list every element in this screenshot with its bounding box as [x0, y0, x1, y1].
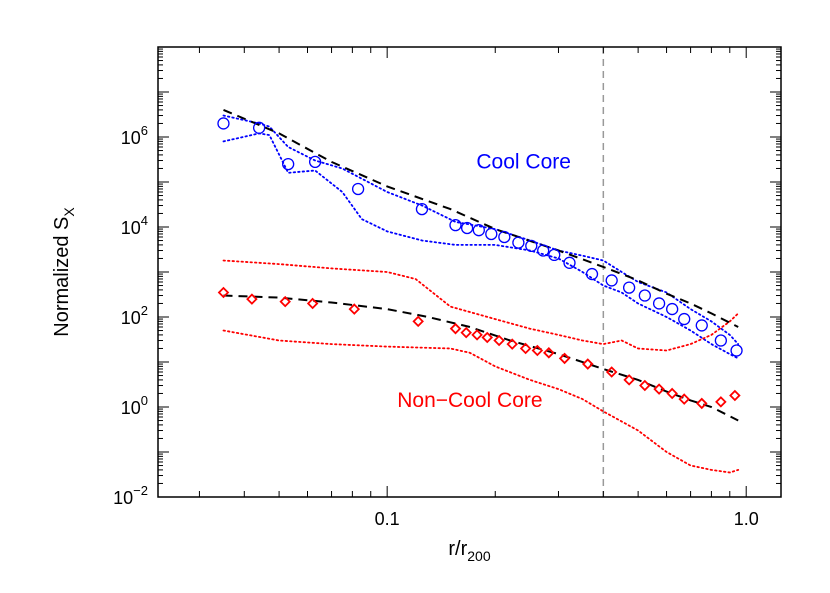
series-0-point	[525, 239, 538, 253]
series-1-point	[605, 366, 618, 378]
series-1-point	[471, 329, 483, 341]
series-1-point	[519, 342, 532, 355]
series-1-point	[581, 358, 594, 370]
series-1-point	[666, 387, 678, 400]
series-1-point	[506, 338, 518, 350]
series-0-point	[666, 302, 679, 316]
series-0-point	[537, 244, 550, 257]
y-axis-label: Normalized SX	[51, 207, 77, 337]
series-1-point	[279, 295, 291, 308]
series-1-point	[678, 393, 690, 405]
y-tick-label: 102	[121, 303, 148, 328]
series-1-point	[246, 293, 258, 305]
series-1-point	[493, 334, 505, 347]
series-1-point	[623, 374, 635, 386]
series-0-point	[548, 248, 561, 262]
x-axis-label: r/r200	[448, 538, 490, 564]
series-0-point	[605, 274, 618, 287]
series-0-point	[512, 236, 525, 249]
series-1-point	[348, 303, 361, 315]
y-axis-label-sub: X	[61, 207, 77, 217]
series-1-point	[481, 331, 494, 344]
x-axis-label-sub: 200	[467, 548, 491, 564]
y-tick-label: 10−2	[113, 483, 148, 508]
x-tick-label: 0.1	[375, 509, 400, 529]
y-tick-label-exponent: −2	[133, 483, 148, 498]
series-0-point	[485, 227, 498, 241]
fit-line-0	[223, 108, 739, 328]
series-1-point	[449, 322, 462, 335]
series-0-point	[730, 344, 743, 357]
series-0-point	[714, 334, 728, 347]
series-0-point	[217, 117, 230, 130]
series-1-point	[460, 326, 472, 339]
y-tick-label-exponent: 2	[141, 303, 148, 318]
y-axis-label-base: Normalized S	[51, 217, 73, 337]
x-tick-label: 1.0	[734, 509, 759, 529]
series-0-point	[460, 221, 474, 235]
series-1-point	[729, 389, 741, 402]
series-0-point	[585, 267, 599, 281]
y-tick-label-exponent: 6	[141, 123, 148, 138]
series-1-point	[531, 344, 544, 357]
series-0-point	[622, 281, 636, 294]
y-tick-label-base: 10	[121, 128, 141, 148]
series-0-point	[695, 319, 708, 332]
annotation-0: Cool Core	[476, 150, 571, 173]
series-1-point	[653, 383, 665, 395]
series-0-point	[351, 182, 365, 196]
series-0-point	[449, 218, 462, 232]
y-tick-label-base: 10	[121, 308, 141, 328]
series-1-point	[695, 397, 708, 410]
envelope-1-lower	[222, 329, 740, 474]
series-0-point	[308, 155, 322, 169]
y-tick-label-exponent: 0	[141, 393, 148, 408]
series-1-point	[412, 315, 424, 328]
series-1-point	[217, 286, 230, 299]
series-1-point	[306, 297, 319, 310]
plot-content	[217, 47, 743, 497]
series-1-point	[543, 347, 555, 359]
series-1-point	[558, 352, 571, 365]
plot-frame	[157, 46, 782, 498]
y-tick-label-base: 10	[121, 218, 141, 238]
series-1-point	[639, 379, 651, 392]
series-0-point	[563, 256, 576, 269]
series-0-point	[652, 297, 666, 310]
y-tick-label-exponent: 4	[141, 213, 148, 228]
x-axis-label-base: r/r	[448, 538, 467, 560]
series-0-point	[638, 289, 651, 302]
y-tick-label: 106	[121, 123, 148, 148]
series-0-point	[415, 202, 429, 216]
envelope-0-upper	[222, 114, 740, 345]
envelope-1-upper	[222, 259, 740, 352]
series-0-point	[472, 224, 485, 237]
envelope-0-lower	[222, 132, 740, 360]
fit-line-1	[223, 294, 739, 422]
series-1-point	[715, 396, 727, 408]
y-tick-label-base: 10	[113, 488, 133, 508]
series-0-point	[253, 121, 266, 134]
y-tick-label: 100	[121, 393, 148, 418]
series-0-point	[678, 312, 691, 326]
series-0-point	[498, 230, 511, 244]
annotation-1: Non−Cool Core	[397, 389, 542, 412]
series-0-point	[282, 157, 295, 171]
y-tick-label-base: 10	[121, 398, 141, 418]
y-tick-label: 104	[121, 213, 148, 238]
